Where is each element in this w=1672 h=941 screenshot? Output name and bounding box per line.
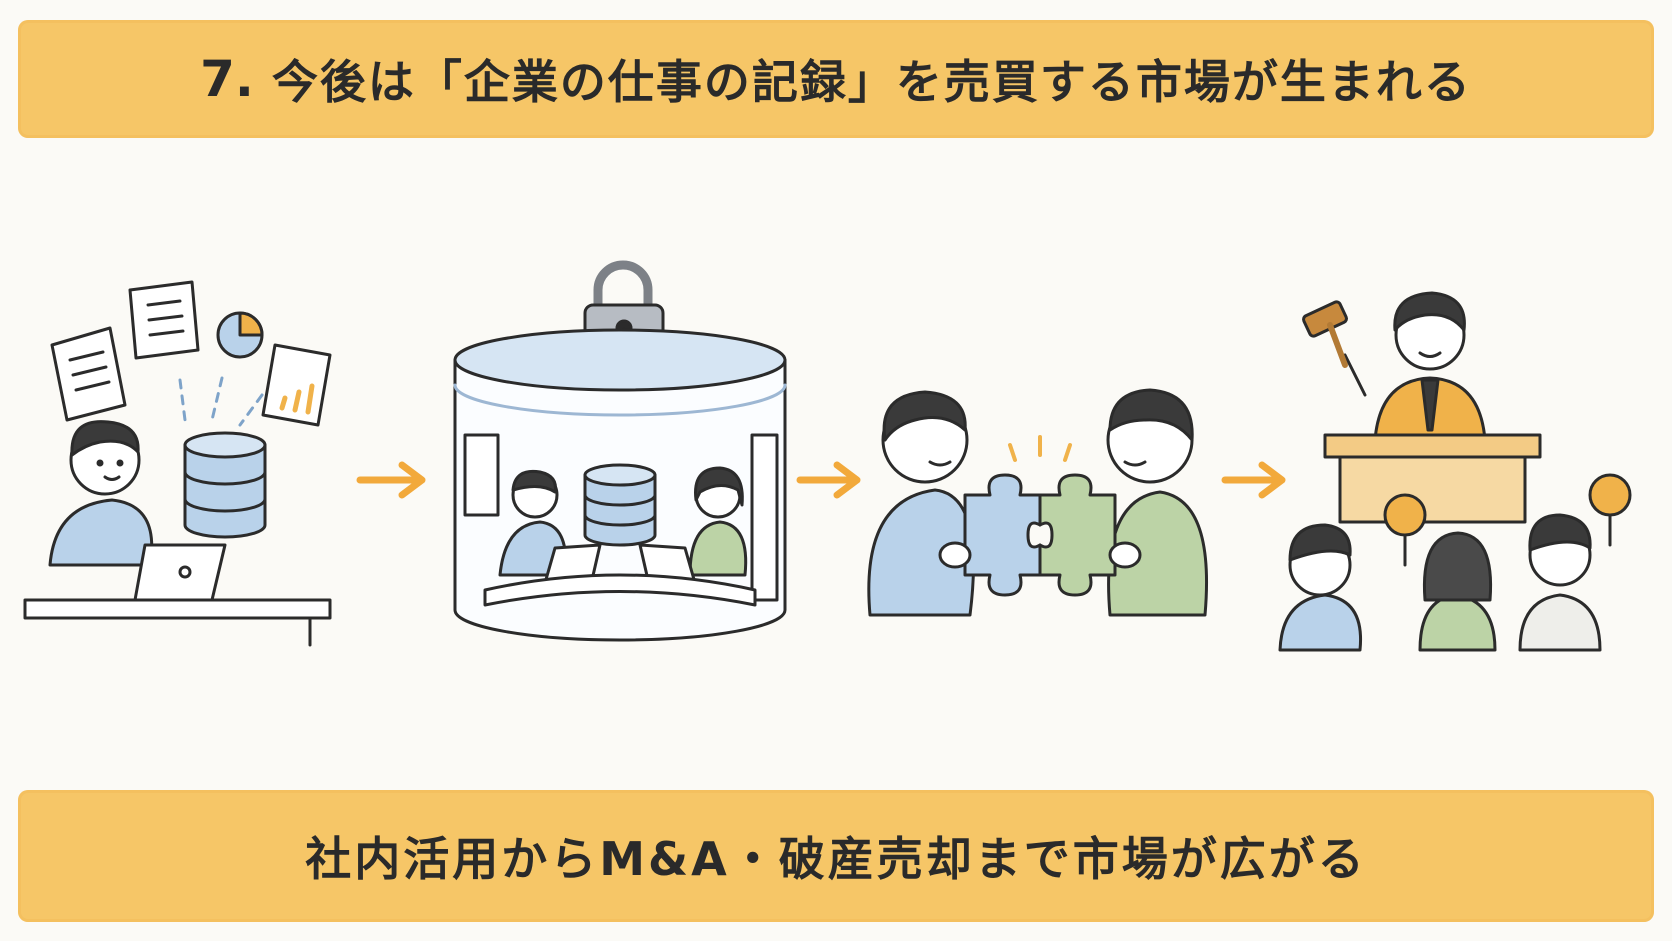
bar-chart-icon bbox=[261, 343, 332, 427]
document-icon bbox=[128, 280, 200, 360]
step-internal-use bbox=[23, 280, 332, 647]
puzzle-piece-icon bbox=[1038, 473, 1117, 597]
database-icon bbox=[183, 431, 267, 539]
document-icon bbox=[50, 326, 127, 422]
gavel-icon bbox=[1302, 300, 1348, 368]
person-right bbox=[688, 466, 748, 577]
person-left bbox=[867, 390, 975, 617]
person-right bbox=[1106, 388, 1209, 617]
process-illustration bbox=[23, 260, 1632, 652]
page-title: 今後は「企業の仕事の記録」を売買する市場が生まれる bbox=[271, 55, 1472, 109]
flow-arrow bbox=[356, 461, 426, 499]
flow-arrow bbox=[796, 461, 861, 499]
subtitle-banner: 社内活用からM&A・破産売却まで市場が広がる bbox=[18, 790, 1654, 922]
step-secured-vault bbox=[453, 260, 787, 642]
puzzle-piece-icon bbox=[963, 473, 1042, 597]
bidder-right bbox=[1518, 513, 1602, 652]
bidding-paddle-icon bbox=[1588, 473, 1632, 547]
desk bbox=[23, 598, 332, 620]
bidder-left bbox=[1278, 523, 1363, 652]
bidding-paddle-icon bbox=[1383, 493, 1427, 567]
laptop-icon bbox=[133, 543, 227, 602]
title-number: 7. bbox=[200, 50, 254, 108]
step-ma-merger bbox=[867, 388, 1209, 617]
title-banner: 7. 今後は「企業の仕事の記録」を売買する市場が生まれる bbox=[18, 20, 1654, 138]
flow-arrow bbox=[1221, 461, 1286, 499]
person-worker bbox=[48, 420, 154, 567]
page-subtitle: 社内活用からM&A・破産売却まで市場が広がる bbox=[305, 832, 1367, 886]
step-auction-sale bbox=[1278, 291, 1632, 652]
pie-chart-icon bbox=[216, 311, 264, 359]
database-icon bbox=[583, 463, 657, 547]
bidder-center bbox=[1418, 531, 1497, 652]
auctioneer bbox=[1343, 291, 1487, 442]
